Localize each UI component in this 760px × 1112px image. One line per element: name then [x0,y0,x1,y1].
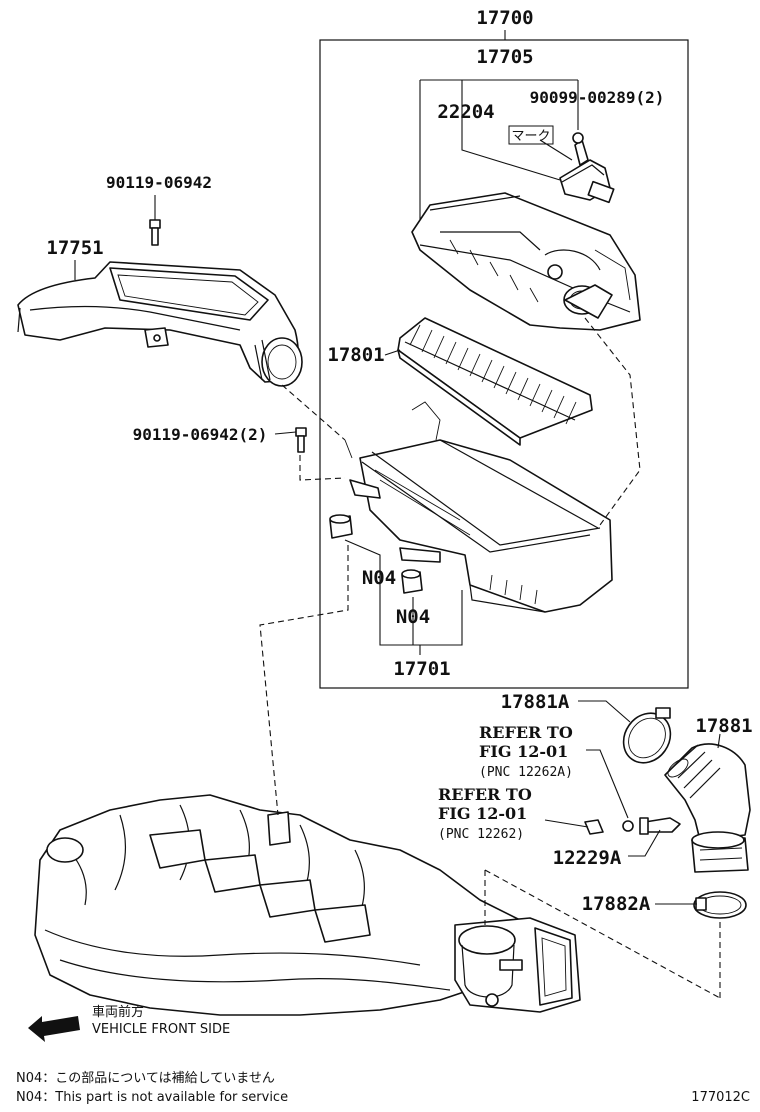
vehicle-front-en: VEHICLE FRONT SIDE [92,1022,230,1037]
assembly-frame [319,39,689,689]
label-90099-00289: 90099-00289(2) [530,88,665,107]
upper-clamp-illustration [622,707,672,764]
nipple-illustration [584,817,681,835]
label-17700: 17700 [476,7,533,29]
label-22204: 22204 [437,101,494,123]
refer2-line2: FIG 12-01 [438,804,527,823]
mass-airflow-sensor-illustration [559,132,615,204]
inlet-duct-illustration [17,261,303,387]
label-17881: 17881 [695,715,752,737]
label-17801: 17801 [327,344,384,366]
label-n04-upper: N04 [362,567,396,589]
refer1-line2: FIG 12-01 [479,742,568,761]
intake-manifold-illustration [34,794,581,1016]
note-en: N04：This part is not available for servi… [16,1090,288,1105]
grommet-illustrations [329,514,423,594]
label-n04-lower: N04 [396,606,430,628]
refer1-line1: REFER TO [479,723,573,742]
vehicle-front-jp: 車両前方 [92,1004,144,1020]
label-17881a: 17881A [501,691,570,713]
air-cleaner-cap-illustration [411,192,641,331]
refer1-line3: (PNC 12262A) [479,765,573,780]
label-17882a: 17882A [582,893,651,915]
label-17701: 17701 [393,658,450,680]
label-90119-06942: 90119-06942 [106,173,212,192]
label-17751: 17751 [46,237,103,259]
lower-clamp-illustration [693,891,747,919]
refer2-line3: (PNC 12262) [438,827,524,842]
filter-element-illustration [397,317,593,446]
air-cleaner-case-illustration [344,401,613,613]
label-12229a: 12229A [553,847,622,869]
leader-lines [74,30,721,905]
mark-tag-box [508,125,554,145]
connection-dashed-lines [259,317,721,999]
bolt-illustrations [149,219,307,453]
figure-code: 177012C [691,1090,750,1105]
vehicle-front-arrow-icon [28,1016,80,1042]
label-90119-06942-2: 90119-06942(2) [133,425,268,444]
note-jp: N04：この部品については補給していません [16,1071,275,1086]
mark-tag-text: マーク [511,129,550,144]
outlet-hose-illustration [664,743,751,873]
label-17705: 17705 [476,46,533,68]
refer2-line1: REFER TO [438,785,532,804]
